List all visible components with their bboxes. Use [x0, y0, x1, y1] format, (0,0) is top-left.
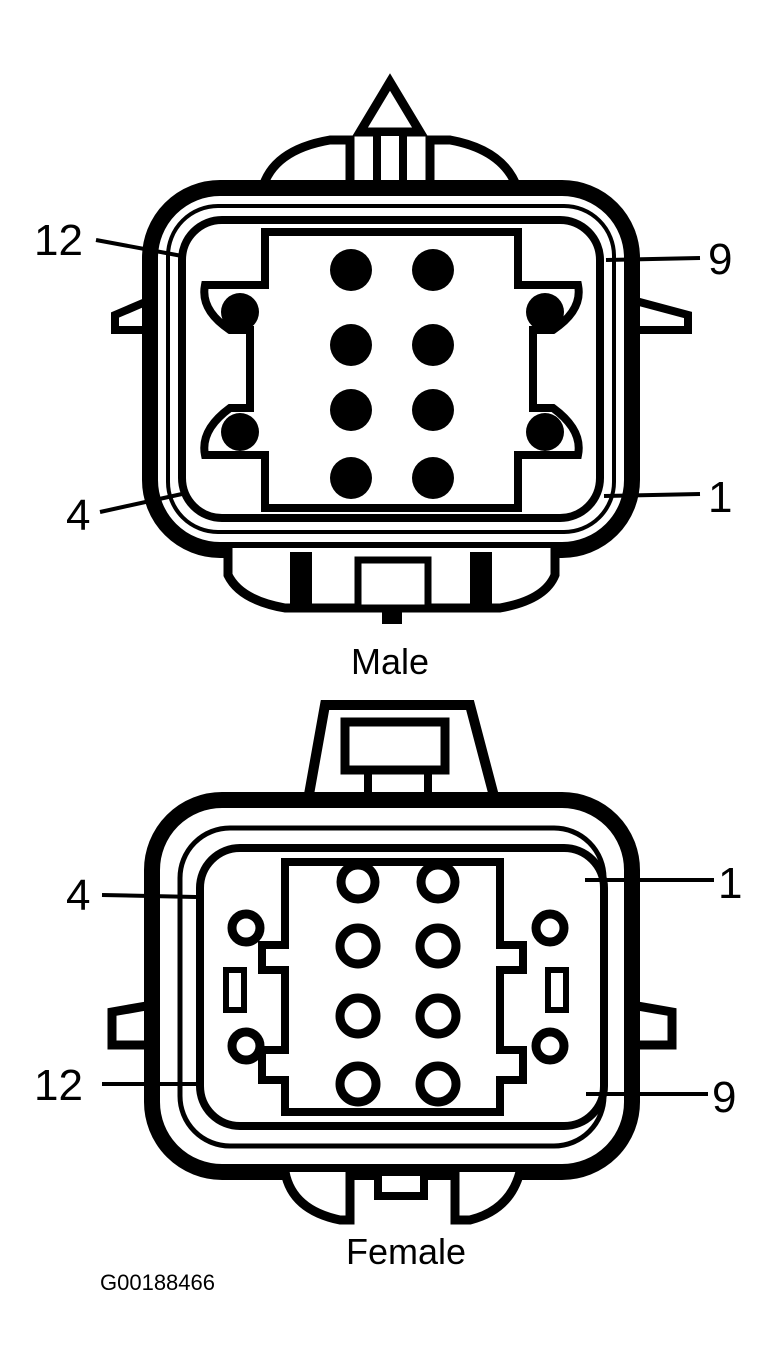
male-caption: Male	[351, 641, 429, 682]
male-bottom-tab	[223, 548, 560, 624]
female-seal-ring	[196, 844, 608, 1130]
male-leader-lines	[95, 238, 701, 514]
female-label-9: 9	[712, 1073, 736, 1122]
male-right-ear	[630, 296, 692, 334]
leader-line	[605, 256, 701, 262]
female-side-slot	[223, 967, 247, 1013]
male-pin	[412, 389, 454, 431]
female-socket	[415, 993, 461, 1039]
male-seal-ring	[178, 216, 604, 522]
leader-line	[603, 492, 701, 498]
male-latch-arrow	[352, 73, 428, 196]
female-label-4: 4	[66, 871, 90, 920]
female-sockets	[227, 860, 569, 1107]
male-connector: 12 9 4 1 Male	[34, 73, 732, 682]
female-label-1: 1	[718, 859, 742, 908]
male-inner-rim	[166, 204, 616, 534]
female-socket	[531, 909, 569, 947]
female-right-ear	[631, 1000, 677, 1050]
female-bottom-tab	[280, 1168, 525, 1225]
male-label-4: 4	[66, 491, 90, 540]
female-socket	[335, 1061, 381, 1107]
male-left-ear	[111, 296, 152, 334]
female-socket	[335, 993, 381, 1039]
male-pin	[412, 457, 454, 499]
female-socket	[416, 860, 460, 904]
male-pin	[412, 324, 454, 366]
male-pins	[221, 249, 564, 499]
male-pin	[330, 324, 372, 366]
leader-line	[101, 893, 197, 899]
female-left-ear	[107, 1000, 153, 1050]
male-top-bump-right	[425, 135, 523, 192]
female-leader-lines	[101, 878, 714, 1096]
female-top-latch	[303, 700, 500, 802]
leader-line	[95, 238, 183, 258]
female-label-12: 12	[34, 1061, 83, 1110]
female-cavity-outline	[258, 858, 527, 1116]
male-pin	[330, 249, 372, 291]
male-label-1: 1	[708, 473, 732, 522]
female-socket	[227, 909, 265, 947]
female-side-slot	[545, 967, 569, 1013]
female-socket	[415, 1061, 461, 1107]
male-pin	[526, 293, 564, 331]
female-connector: 4 1 12 9 Female	[34, 700, 742, 1272]
leader-line	[99, 492, 183, 514]
male-pin	[412, 249, 454, 291]
male-top-bump-left	[257, 135, 355, 192]
male-terminal-body	[200, 228, 583, 512]
figure-code: G00188466	[100, 1270, 215, 1295]
male-pin	[330, 457, 372, 499]
male-label-9: 9	[708, 235, 732, 284]
male-pin	[221, 293, 259, 331]
male-pin	[330, 389, 372, 431]
female-socket	[415, 923, 461, 969]
male-label-12: 12	[34, 216, 83, 265]
male-pin	[526, 413, 564, 451]
female-socket	[227, 1027, 265, 1065]
female-socket	[336, 860, 380, 904]
female-caption: Female	[346, 1231, 466, 1272]
female-socket	[531, 1027, 569, 1065]
male-pin	[221, 413, 259, 451]
female-socket	[335, 923, 381, 969]
